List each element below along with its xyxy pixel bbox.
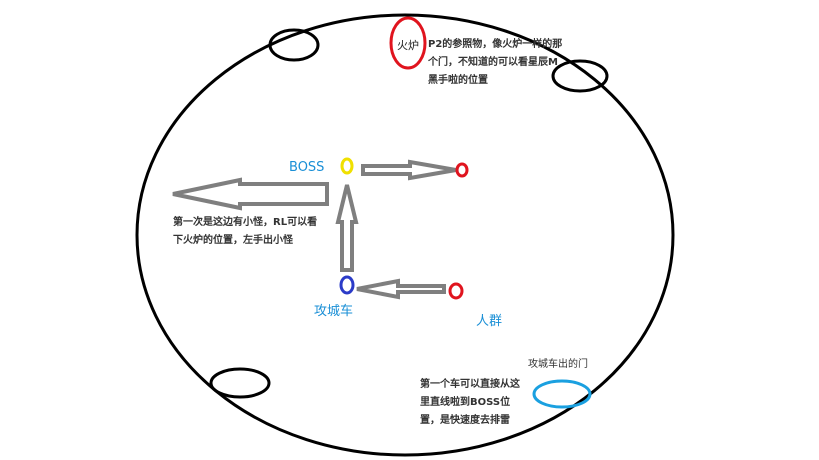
fire-circle [389, 16, 427, 70]
arena-outline [135, 13, 675, 457]
siege-marker [339, 275, 355, 295]
fire-reference-note: P2的参照物，像火炉一样的那个门，不知道的可以看星辰M黑手啦的位置 [428, 39, 563, 86]
crowd-label: 人群 [476, 314, 503, 329]
arrow-left-big [172, 177, 329, 211]
crowd-marker [448, 282, 464, 300]
boss-label: BOSS [289, 160, 325, 175]
first-mobs-note: 第一次是这边有小怪，RL可以看下火炉的位置，左手出小怪 [173, 217, 318, 246]
arrow-crowd-left [356, 278, 446, 300]
fire-label: 火炉 [397, 39, 419, 52]
arrow-up [335, 184, 359, 272]
siege-door-label: 攻城车出的门 [528, 359, 588, 370]
siege-cart-label: 攻城车 [314, 304, 354, 319]
target-marker [455, 162, 469, 178]
siege-door-circle [532, 379, 592, 409]
door-top-right [551, 59, 609, 93]
door-top-left [268, 28, 320, 62]
arrow-boss-right [361, 159, 457, 181]
first-cart-note: 第一个车可以直接从这里直线啦到BOSS位置，是快速度去排雷 [420, 379, 520, 426]
door-bottom-left [209, 367, 271, 399]
boss-marker [340, 157, 354, 175]
